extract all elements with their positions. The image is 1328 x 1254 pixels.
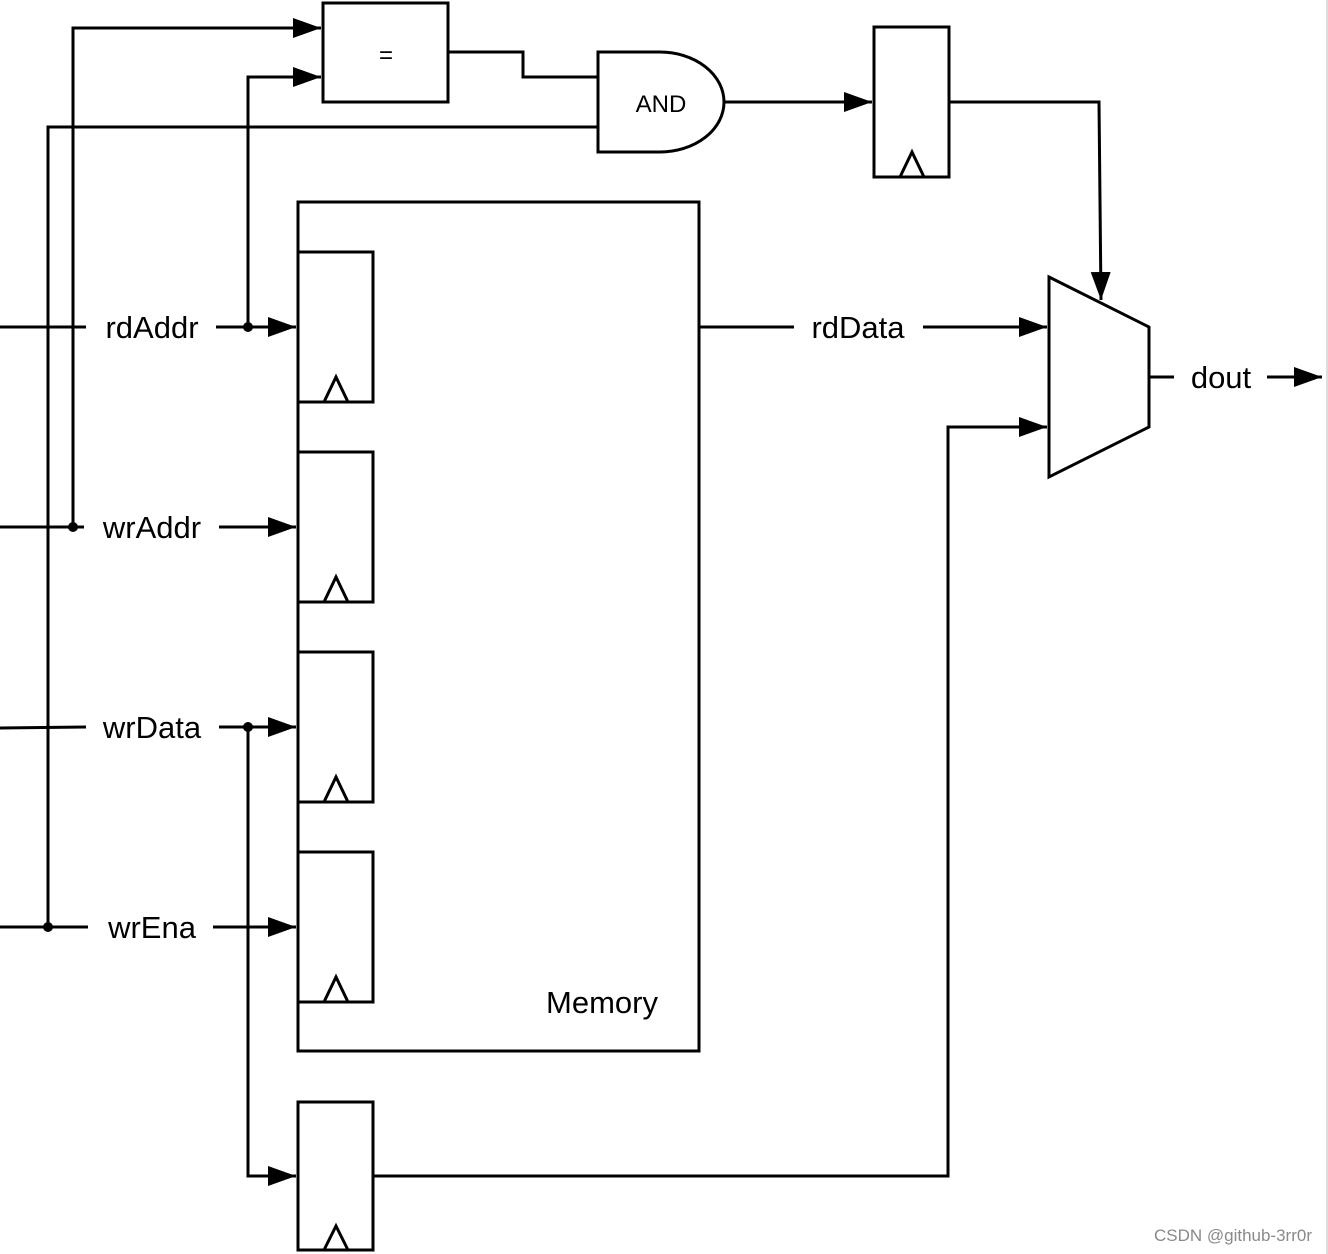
wire-rdaddr (0, 67, 321, 337)
register-bypass-select (872, 25, 951, 179)
signal-wraddr-label: wrAddr (102, 510, 201, 545)
wire-compare-to-and (448, 50, 598, 79)
clock-triangle-icon (322, 773, 350, 803)
register-wraddr (296, 450, 375, 604)
clock-triangle-icon (322, 573, 350, 603)
wire-bypass-to-mux (373, 417, 1047, 1178)
signal-wrdata-label: wrData (102, 710, 202, 745)
clock-triangle-icon (322, 373, 350, 403)
signal-rddata-label: rdData (811, 310, 905, 345)
wire-wraddr (0, 18, 321, 537)
signal-dout-label: dout (1191, 360, 1252, 395)
memory-label: Memory (546, 985, 658, 1020)
comparator-block: = (321, 1, 450, 104)
register-wrena (296, 850, 375, 1004)
watermark: CSDN @github-3rr0r (1154, 1226, 1312, 1245)
and-gate-label: AND (636, 91, 687, 118)
wire-wrena (0, 125, 598, 937)
register-rdaddr (296, 250, 375, 404)
clock-triangle-icon (322, 1222, 350, 1251)
junction-dot (43, 922, 53, 932)
comparator-label: = (379, 42, 393, 69)
wire-wrdata (0, 717, 296, 1186)
wire-select-to-mux (949, 100, 1111, 301)
output-mux (1047, 274, 1151, 480)
signal-rdaddr-label: rdAddr (105, 310, 198, 345)
clock-triangle-icon (322, 973, 350, 1003)
and-gate: AND (596, 50, 726, 154)
junction-dot (243, 722, 253, 732)
clock-triangle-icon (898, 148, 926, 178)
signal-wrena-label: wrEna (107, 910, 197, 945)
register-bypass-data (296, 1100, 375, 1252)
junction-dot (243, 322, 253, 332)
junction-dot (68, 522, 78, 532)
register-wrdata (296, 650, 375, 804)
